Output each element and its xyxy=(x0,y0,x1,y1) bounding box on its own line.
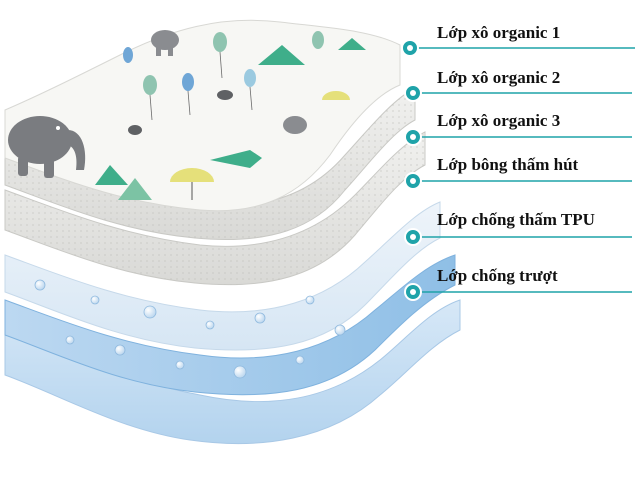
layer-organic-3 xyxy=(4,131,426,286)
layer-organic-1 xyxy=(4,19,401,212)
leader-lines xyxy=(401,39,635,301)
label-organic-2: Lớp xô organic 2 xyxy=(437,68,561,87)
layer-anti-slip xyxy=(4,299,461,444)
water-drops xyxy=(34,279,346,379)
leader-marker-dot xyxy=(410,178,416,184)
label-organic-1: Lớp xô organic 1 xyxy=(437,23,561,42)
leader-marker-dot xyxy=(410,134,416,140)
elephant-icon xyxy=(8,116,86,178)
label-tpu: Lớp chống thấm TPU xyxy=(437,210,595,229)
leader-marker-dot xyxy=(410,90,416,96)
leader-marker-dot xyxy=(410,289,416,295)
layer-absorbent xyxy=(4,201,441,379)
balloon-icon xyxy=(123,31,324,121)
layer-tpu xyxy=(4,254,456,396)
label-absorbent: Lớp bông thấm hút xyxy=(437,155,579,174)
mouse-icon xyxy=(128,90,233,135)
umbrella-icon xyxy=(170,91,350,200)
hill-icon xyxy=(95,38,366,200)
leader-marker-dot xyxy=(410,234,416,240)
elephant-icon xyxy=(151,30,179,56)
elephant-icon xyxy=(283,116,307,134)
leader-marker-dot xyxy=(407,45,413,51)
label-organic-3: Lớp xô organic 3 xyxy=(437,111,561,130)
crocodile-icon xyxy=(210,150,262,168)
label-anti-slip: Lớp chống trượt xyxy=(437,266,558,285)
